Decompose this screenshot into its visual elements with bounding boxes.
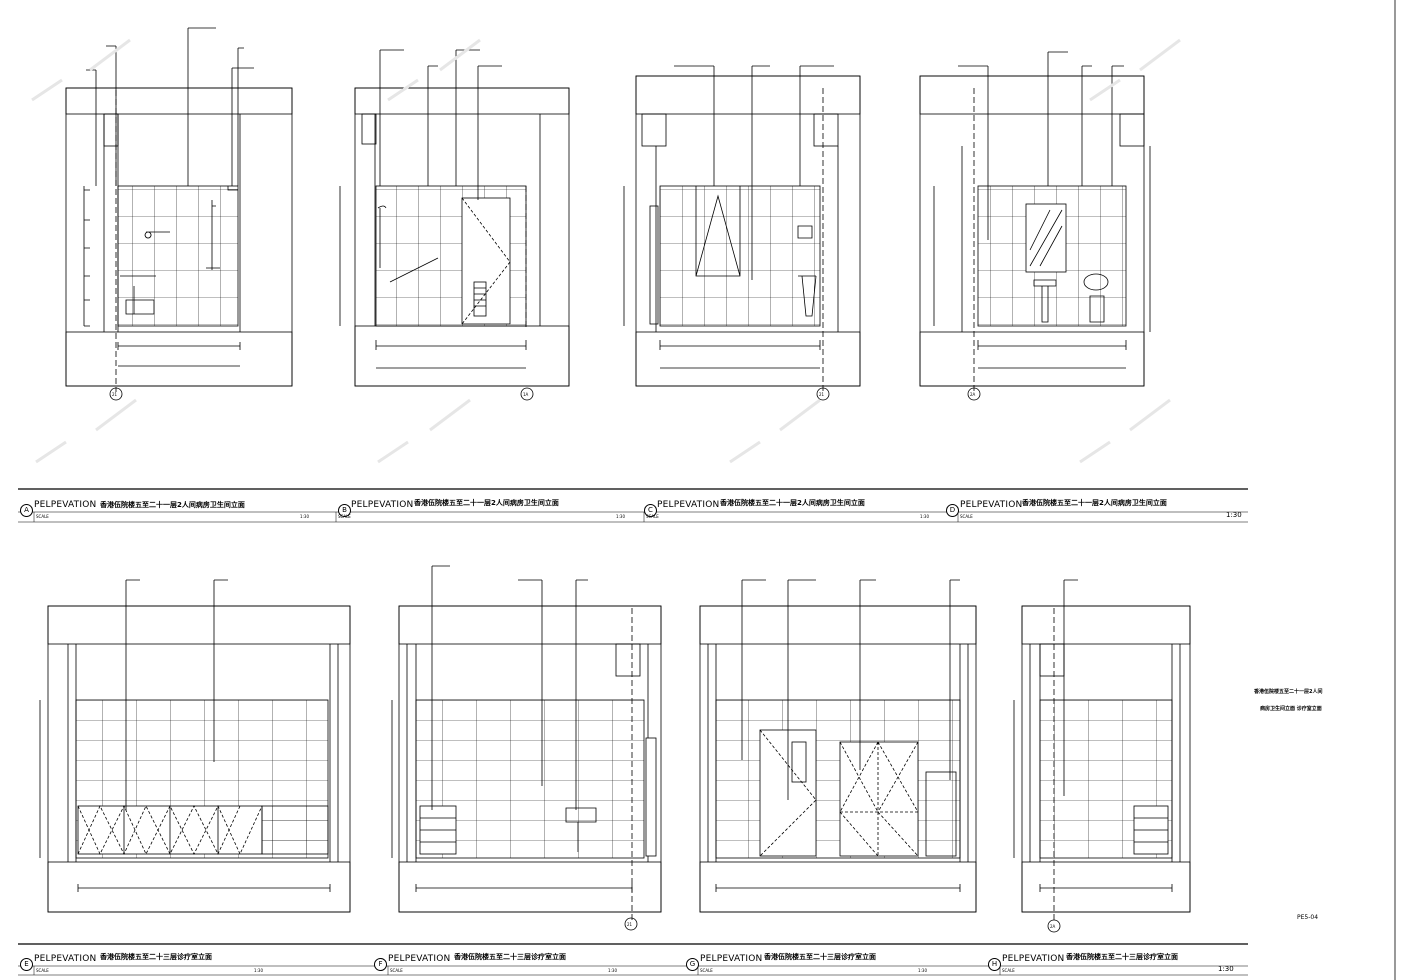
panel-scale-g: 1:30	[918, 968, 927, 973]
panel-letter-c: C	[644, 504, 657, 517]
panel-scale-c: 1:30	[920, 514, 929, 519]
panel-scale-label-d: SCALE	[960, 514, 973, 519]
elevation-e	[39, 579, 351, 913]
panel-scale-label-a: SCALE	[36, 514, 49, 519]
panel-scale-e: 1:30	[254, 968, 263, 973]
sheet-number: PE5-04	[1297, 914, 1319, 921]
panel-name-a: PELPEVATION	[34, 500, 97, 510]
panel-scale-h: 1:30	[1218, 965, 1234, 973]
elevation-f	[391, 565, 662, 931]
panel-letter-g: G	[686, 958, 699, 971]
panel-name-f: PELPEVATION	[388, 954, 451, 964]
panel-scale-b: 1:30	[616, 514, 625, 519]
elevation-d	[919, 51, 1151, 401]
panel-scale-a: 1:30	[300, 514, 309, 519]
panel-title-f: 香港伍院楼五至二十三层诊疗室立面	[454, 953, 566, 961]
elevation-h	[1013, 579, 1191, 933]
axis-tag: 21	[627, 922, 633, 927]
elevation-a	[65, 27, 293, 401]
panel-name-d: PELPEVATION	[960, 500, 1023, 510]
panel-scale-label-h: SCALE	[1002, 968, 1015, 973]
axis-tag: 21	[819, 392, 825, 397]
panel-name-g: PELPEVATION	[700, 954, 763, 964]
panel-title-h: 香港伍院楼五至二十三层诊疗室立面	[1066, 953, 1178, 961]
panel-title-g: 香港伍院楼五至二十三层诊疗室立面	[764, 953, 876, 961]
panel-letter-d: D	[946, 504, 959, 517]
axis-tag: 2A	[970, 392, 976, 397]
panel-scale-label-f: SCALE	[390, 968, 403, 973]
panel-title-d: 香港伍院楼五至二十一层2人间病房卫生间立面	[1022, 499, 1167, 507]
side-note-line-2: 病房卫生间立面 诊疗室立面	[1260, 706, 1322, 712]
panel-name-e: PELPEVATION	[34, 954, 97, 964]
elevation-c	[623, 65, 861, 401]
elevation-g	[699, 579, 977, 913]
panel-title-e: 香港伍院楼五至二十三层诊疗室立面	[100, 953, 212, 961]
panel-letter-b: B	[338, 504, 351, 517]
panel-letter-a: A	[20, 504, 33, 517]
panel-title-c: 香港伍院楼五至二十一层2人间病房卫生间立面	[720, 499, 865, 507]
panel-scale-label-g: SCALE	[700, 968, 713, 973]
panel-scale-label-e: SCALE	[36, 968, 49, 973]
title-bars	[18, 488, 1248, 976]
panel-letter-e: E	[20, 958, 33, 971]
axis-tag: 2A	[1050, 924, 1056, 929]
panel-name-c: PELPEVATION	[657, 500, 720, 510]
panel-scale-f: 1:30	[608, 968, 617, 973]
watermark	[31, 38, 1181, 464]
panel-name-b: PELPEVATION	[351, 500, 414, 510]
axis-tag: 21	[112, 392, 118, 397]
side-note-line-1: 香港伍院楼五至二十一层2人间	[1254, 689, 1323, 695]
panel-scale-label-c: SCALE	[646, 514, 659, 519]
panel-letter-f: F	[374, 958, 387, 971]
elevation-b	[339, 49, 570, 401]
panel-title-a: 香港伍院楼五至二十一层2人间病房卫生间立面	[100, 501, 245, 509]
axis-tag: 1A	[523, 392, 529, 397]
panel-letter-h: H	[988, 958, 1001, 971]
panel-name-h: PELPEVATION	[1002, 954, 1065, 964]
panel-scale-d: 1:30	[1226, 511, 1242, 519]
panel-scale-label-b: SCALE	[338, 514, 351, 519]
panel-title-b: 香港伍院楼五至二十一层2人间病房卫生间立面	[414, 499, 559, 507]
